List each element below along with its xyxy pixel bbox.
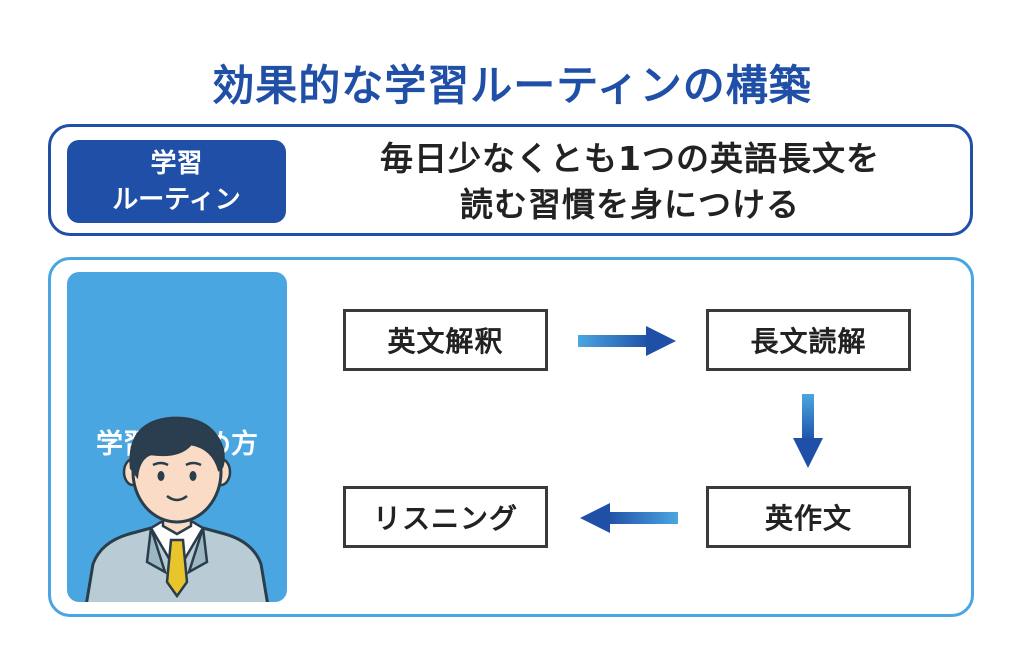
step-listening: リスニング xyxy=(343,486,548,548)
routine-description: 毎日少なくとも1つの英語長文を 読む習慣を身につける xyxy=(300,136,960,228)
routine-text-line2: 読む習慣を身につける xyxy=(460,185,800,224)
routine-label: 学習 ルーティン xyxy=(67,140,286,223)
arrow-left-icon xyxy=(580,503,678,533)
step-long-reading: 長文読解 xyxy=(706,309,911,371)
method-label-panel: 学習の進め方 xyxy=(67,272,287,602)
page-title: 効果的な学習ルーティンの構築 xyxy=(212,61,812,110)
businessman-illustration xyxy=(85,416,269,602)
routine-text-line1: 毎日少なくとも1つの英語長文を xyxy=(380,139,880,178)
step-english-interpretation: 英文解釈 xyxy=(343,309,548,371)
arrow-down-icon xyxy=(793,394,823,468)
step-composition: 英作文 xyxy=(706,486,911,548)
arrow-right-icon xyxy=(578,326,676,356)
routine-label-line1: 学習 xyxy=(150,148,203,179)
routine-label-line2: ルーティン xyxy=(112,184,241,215)
